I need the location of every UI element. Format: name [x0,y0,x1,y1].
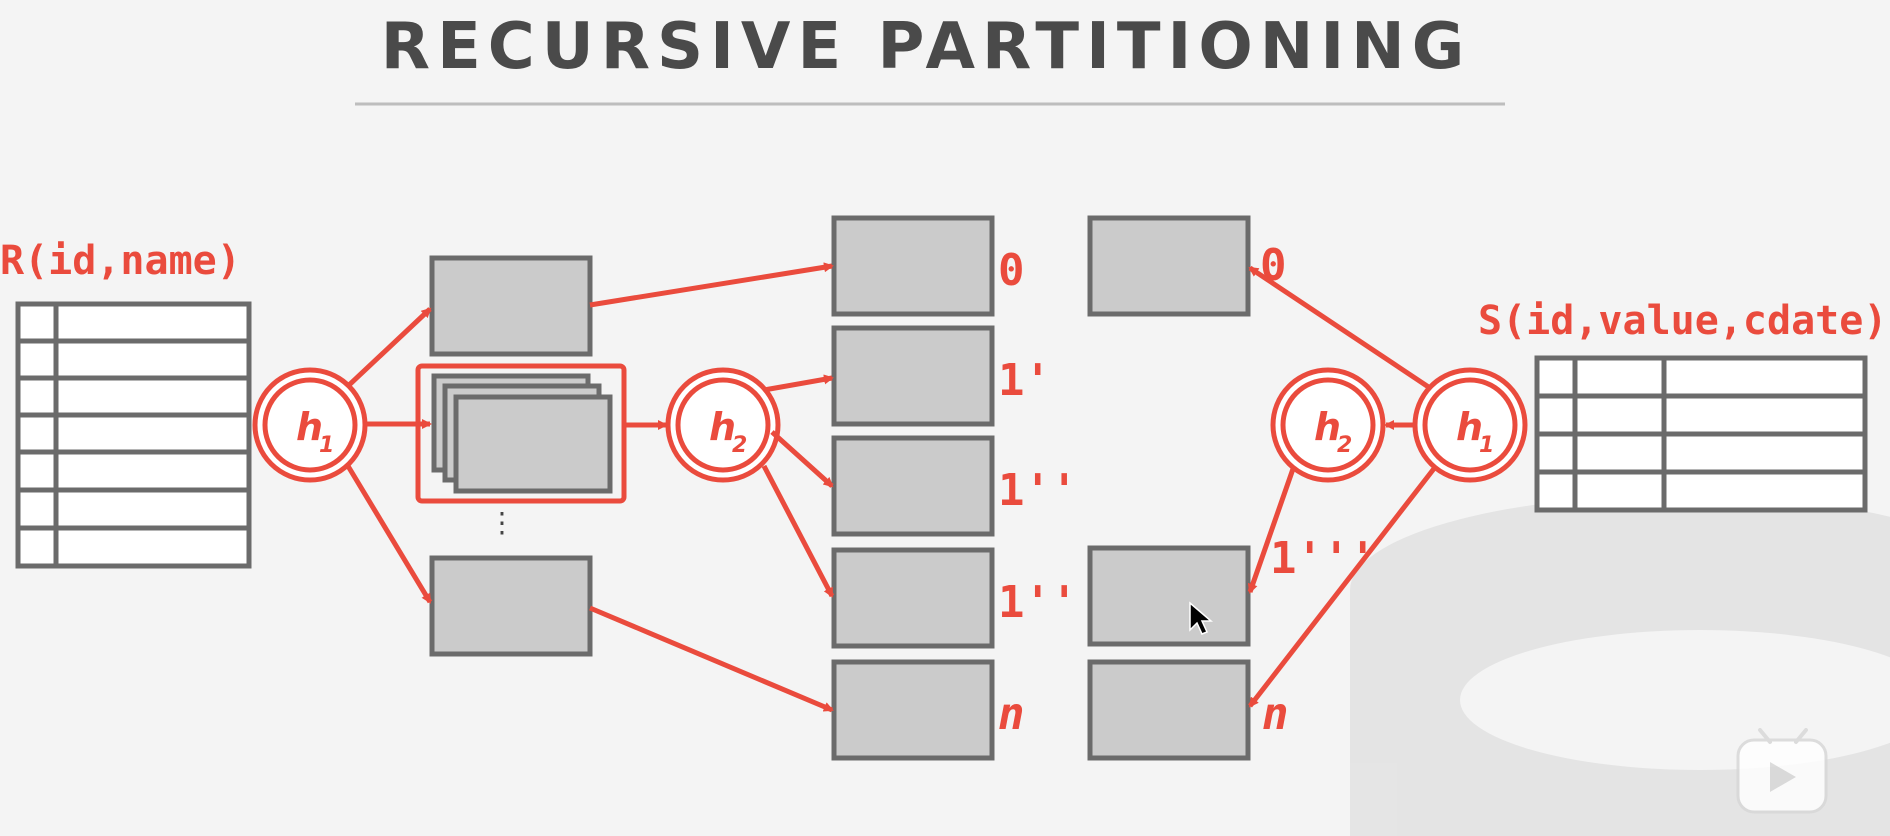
r-partition-0-label: 0 [998,245,1025,296]
r-partition-1a [831,325,995,427]
r-partition-1c [831,547,995,649]
s-partition-1c-label: 1''' [1270,533,1376,584]
svg-text:1: 1 [1479,433,1494,458]
hash-h2-right: h 2 [1270,367,1386,483]
r-partition-1b-label: 1'' [998,465,1077,516]
svg-text:2: 2 [732,433,747,458]
ellipsis: ⋮ [488,506,516,539]
first-level-bucket-1-overflow [415,363,627,504]
svg-text:1: 1 [319,433,334,458]
svg-text:h: h [709,405,736,449]
first-level-bucket-0 [429,255,593,357]
s-partition-0 [1087,215,1251,317]
svg-text:h: h [1456,405,1483,449]
svg-text:h: h [1314,405,1341,449]
video-player-logo-icon [1736,728,1828,814]
s-partition-n [1087,659,1251,761]
r-partition-1a-label: 1' [998,355,1051,406]
relation-s-table [1534,355,1868,513]
svg-text:2: 2 [1337,433,1352,458]
r-partition-n-label: n [998,689,1025,740]
r-partition-n [831,659,995,761]
s-partition-n-label: n [1262,689,1289,740]
hash-h2-middle: h 2 [665,367,781,483]
r-partition-1b [831,435,995,537]
arrows [345,262,1438,713]
r-partition-0 [831,215,995,317]
hash-h1-left: h 1 [252,367,368,483]
r-partition-1c-label: 1''' [998,577,1104,628]
relation-s-label: S(id,value,cdate) [1478,298,1887,344]
svg-text:h: h [296,405,323,449]
relation-r-label: R(id,name) [0,238,241,284]
s-partition-1c [1087,545,1251,647]
relation-r-table [15,301,252,569]
mouse-cursor-icon [1189,601,1214,635]
slide-title: RECURSIVE PARTITIONING [381,10,1471,84]
hash-h1-right: h 1 [1412,367,1528,483]
first-level-bucket-n [429,555,593,657]
